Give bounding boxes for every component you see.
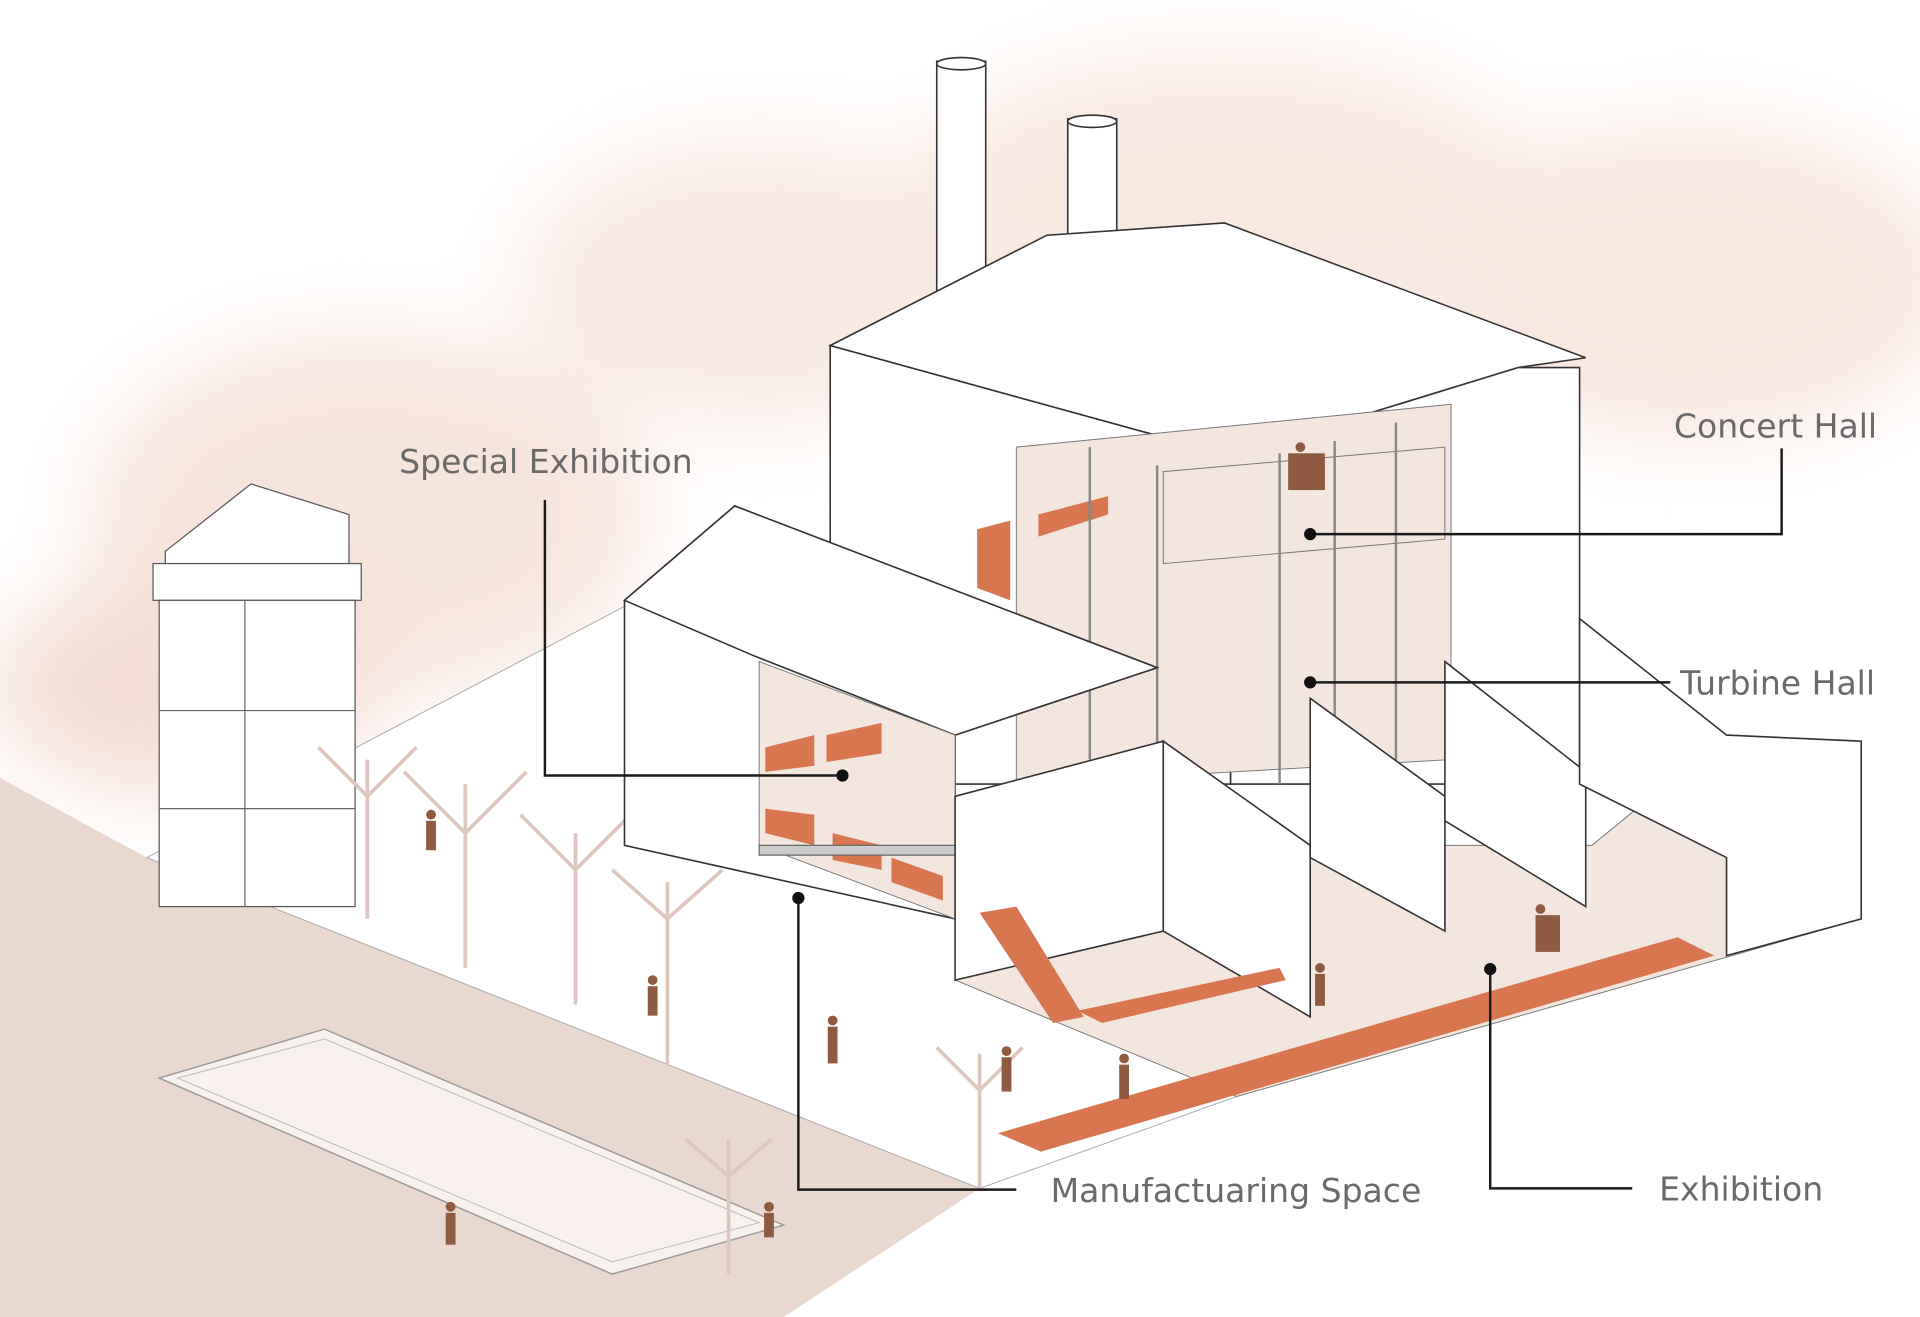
- label-turbine-hall: Turbine Hall: [1304, 664, 1875, 703]
- label-exhibition: Exhibition: [1484, 962, 1823, 1209]
- special-exhibition-wing: [622, 505, 1160, 920]
- power-station: [828, 222, 1586, 785]
- label-special-exhibition: Special Exhibition: [399, 442, 849, 782]
- trees: [317, 746, 1024, 1275]
- people-figures: [426, 442, 1560, 1245]
- leader-dot: [1484, 962, 1497, 976]
- water-tower: [152, 483, 362, 908]
- manufacturing-space-label: Manufactuaring Space: [1051, 1171, 1422, 1210]
- reflecting-pool: [157, 1028, 786, 1275]
- turbine-hall-label: Turbine Hall: [1679, 664, 1875, 703]
- label-manufacturing-space: Manufactuaring Space: [792, 891, 1422, 1210]
- exhibition-label: Exhibition: [1659, 1170, 1823, 1209]
- exhibition-walls: [954, 617, 1863, 1152]
- leader-dot: [836, 769, 849, 782]
- pool-inner: [176, 1038, 761, 1263]
- ground-plane: [0, 777, 980, 1317]
- concert-hall-label: Concert Hall: [1674, 406, 1877, 445]
- leader-dot: [1304, 676, 1317, 689]
- leader-dot: [1304, 528, 1317, 541]
- special-exhibition-label: Special Exhibition: [399, 442, 693, 481]
- label-concert-hall: Concert Hall: [1304, 406, 1877, 541]
- leader-dot: [792, 891, 805, 905]
